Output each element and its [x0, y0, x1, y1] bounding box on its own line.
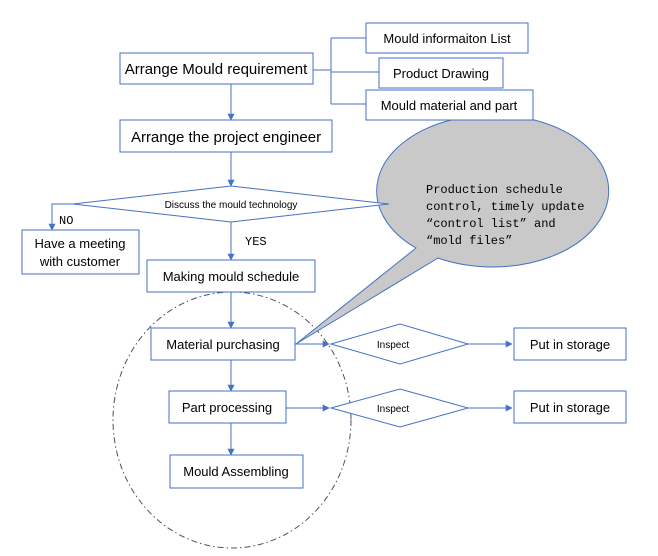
callout-line-2: control, timely update	[426, 200, 584, 214]
label-meeting-line2: with customer	[39, 254, 121, 269]
label-no: NO	[59, 214, 73, 228]
label-meeting-line1: Have a meeting	[34, 236, 125, 251]
label-inspect-2: Inspect	[377, 404, 409, 415]
label-inspect-1: Inspect	[377, 340, 409, 351]
box-mould-info-list	[365, 22, 529, 54]
label-material-purchasing: Material purchasing	[166, 337, 279, 352]
box-making-schedule	[146, 259, 316, 293]
label-making-schedule: Making mould schedule	[163, 269, 300, 284]
box-meeting	[21, 229, 140, 275]
diamond-discuss-technology	[72, 185, 390, 223]
box-storage-2	[513, 390, 627, 424]
label-mould-info-list: Mould informaiton List	[383, 31, 511, 46]
callout-line-3: “control list” and	[426, 217, 556, 231]
label-project-engineer: Arrange the project engineer	[131, 129, 321, 146]
label-discuss-technology: Discuss the mould technology	[165, 200, 298, 211]
callout-line-1: Production schedule	[426, 183, 563, 197]
callout-line-4: “mold files”	[426, 234, 512, 248]
label-product-drawing: Product Drawing	[393, 66, 489, 81]
box-part-processing	[168, 390, 287, 424]
label-storage-1: Put in storage	[530, 337, 610, 352]
box-storage-1	[513, 327, 627, 361]
box-mould-assembling	[169, 454, 304, 489]
label-mould-assembling: Mould Assembling	[183, 464, 289, 479]
box-material-purchasing	[150, 327, 296, 361]
box-mould-material	[365, 89, 534, 121]
label-mould-material: Mould material and part	[381, 98, 518, 113]
label-arrange-requirement: Arrange Mould requirement	[125, 61, 308, 78]
diamond-inspect-1	[329, 323, 470, 365]
box-arrange-requirement	[119, 52, 314, 85]
box-project-engineer	[119, 119, 333, 153]
callout-text: Production schedule control, timely upda…	[426, 183, 584, 248]
diamond-inspect-2	[329, 388, 470, 428]
connectors	[48, 37, 513, 456]
arrow-no-to-meeting	[48, 203, 73, 231]
label-yes: YES	[245, 235, 267, 249]
box-product-drawing	[378, 57, 504, 89]
label-part-processing: Part processing	[182, 400, 272, 415]
callout-bubble	[295, 114, 610, 345]
label-storage-2: Put in storage	[530, 400, 610, 415]
